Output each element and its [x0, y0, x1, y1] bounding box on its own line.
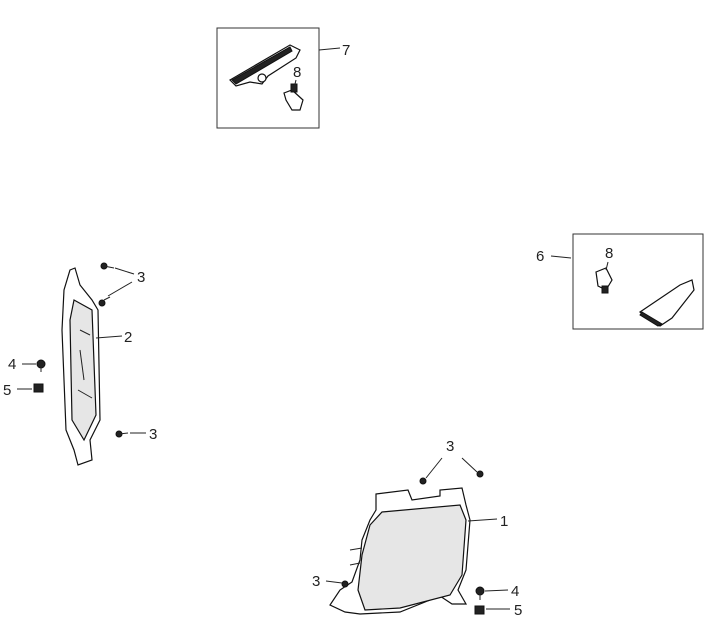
bracket-part	[638, 279, 695, 327]
screw-3	[341, 580, 349, 588]
callout-1: 1	[500, 513, 508, 530]
screw-3	[115, 430, 129, 438]
callout-5-left: 5	[3, 382, 11, 399]
side-panel-part-2	[61, 267, 101, 466]
callout-8-top: 8	[293, 64, 301, 81]
bulb-socket-part	[595, 267, 613, 291]
callout-3-a: 3	[137, 269, 145, 286]
callout-8-right: 8	[605, 245, 613, 262]
callout-4-right: 4	[511, 583, 519, 600]
headlamp-part-1	[329, 487, 471, 615]
callout-4-left: 4	[8, 356, 16, 373]
screw-3	[419, 477, 427, 485]
clip-4	[475, 586, 485, 600]
callout-3-b: 3	[149, 426, 157, 443]
clip-4	[36, 359, 46, 372]
nut-5	[474, 605, 485, 615]
nut-5	[33, 383, 44, 393]
screw-3	[100, 262, 115, 270]
screw-3	[476, 470, 484, 478]
inset-box-6	[550, 233, 704, 330]
inset-box-7	[216, 27, 341, 129]
callout-3-d: 3	[312, 573, 320, 590]
callout-3-c: 3	[446, 438, 454, 455]
callout-2: 2	[124, 329, 132, 346]
callout-7: 7	[342, 42, 350, 59]
callout-5-right: 5	[514, 602, 522, 619]
callout-6: 6	[536, 248, 544, 265]
bulb-socket-part	[283, 89, 304, 111]
screw-3	[98, 296, 111, 307]
